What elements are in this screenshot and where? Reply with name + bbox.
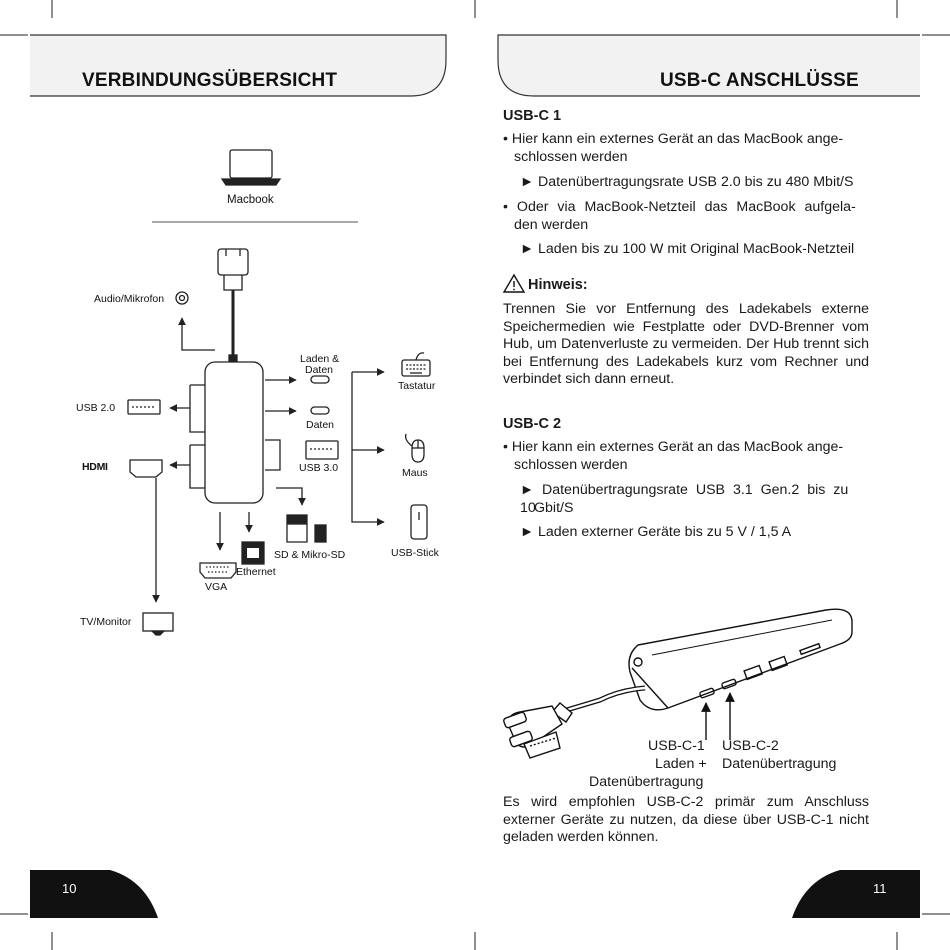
usbc2-figure-label: USB-C-2 <box>722 738 779 754</box>
macbook-icon <box>220 149 282 186</box>
mouse-icon <box>404 433 425 463</box>
usb-c-plug-icon <box>217 248 249 362</box>
hinweis-text: Trennen Sie vor Entfernung des Ladekabel… <box>503 301 869 388</box>
maus-label: Maus <box>402 467 428 479</box>
left-footer-shape <box>30 870 158 918</box>
laden-daten-label-1: Laden & <box>300 353 340 365</box>
left-page-title: VERBINDUNGSÜBERSICHT <box>82 70 338 91</box>
hinweis-heading: Hinweis: <box>528 277 588 293</box>
usbc1-bullet2-cont: den werden <box>514 217 589 233</box>
audio-label: Audio/Mikrofon <box>94 293 165 305</box>
left-header-frame <box>30 34 447 97</box>
sd-label: SD & Mikro-SD <box>274 549 346 561</box>
usbc1-arrow1: ► Datenübertragungsrate USB 2.0 bis zu 4… <box>520 174 854 190</box>
vga-label: VGA <box>205 581 228 593</box>
usbc1-figure-line3: Datenübertragung <box>589 774 704 790</box>
left-page-number: 10 <box>62 881 77 896</box>
right-page-title: USB-C ANSCHLÜSSE <box>660 70 859 91</box>
usbc1-bullet1: • Hier kann ein externes Gerät an das Ma… <box>503 131 844 147</box>
usbc2-heading: USB-C 2 <box>503 416 562 432</box>
usb20-label: USB 2.0 <box>76 402 116 414</box>
usbc2-arrow1-cont: Gbit/S <box>534 500 574 516</box>
daten-label: Daten <box>306 419 335 431</box>
laden-daten-label-2: Daten <box>305 364 334 376</box>
usbc1-figure-line2: Laden + <box>655 756 707 772</box>
usbc1-heading: USB-C 1 <box>503 108 562 124</box>
ethernet-label: Ethernet <box>236 566 276 578</box>
right-header-frame <box>497 34 920 97</box>
warning-icon <box>502 273 526 293</box>
recommendation-text: Es wird empfohlen USB-C-2 primär zum Ans… <box>503 794 869 846</box>
usbc2-figure-line2: Datenübertragung <box>722 756 837 772</box>
hdmi-label: HDMI <box>82 461 108 473</box>
tv-monitor-label: TV/Monitor <box>80 616 132 628</box>
usbc1-bullet1-cont: schlossen werden <box>514 149 628 165</box>
tastatur-label: Tastatur <box>398 380 436 392</box>
usbc2-arrow2: ► Laden externer Geräte bis zu 5 V / 1,5… <box>520 524 792 540</box>
usb-stick-label: USB-Stick <box>391 547 439 559</box>
usb-stick-icon <box>410 504 428 540</box>
right-page-number: 11 <box>873 881 887 896</box>
right-footer-shape <box>792 870 920 918</box>
usbc2-arrow1: ► Datenübertragungsrate USB 3.1 Gen.2 bi… <box>520 482 849 516</box>
usbc1-bullet2: • Oder via MacBook-Netzteil das MacBook … <box>503 199 856 215</box>
usbc1-figure-label: USB-C-1 <box>648 738 705 754</box>
keyboard-icon <box>401 352 431 377</box>
usb30-label: USB 3.0 <box>299 462 339 474</box>
usbc1-arrow2: ► Laden bis zu 100 W mit Original MacBoo… <box>520 241 855 257</box>
usbc2-bullet1-cont: schlossen werden <box>514 457 628 473</box>
macbook-label: Macbook <box>227 194 274 206</box>
usbc2-bullet1: • Hier kann ein externes Gerät an das Ma… <box>503 439 844 455</box>
